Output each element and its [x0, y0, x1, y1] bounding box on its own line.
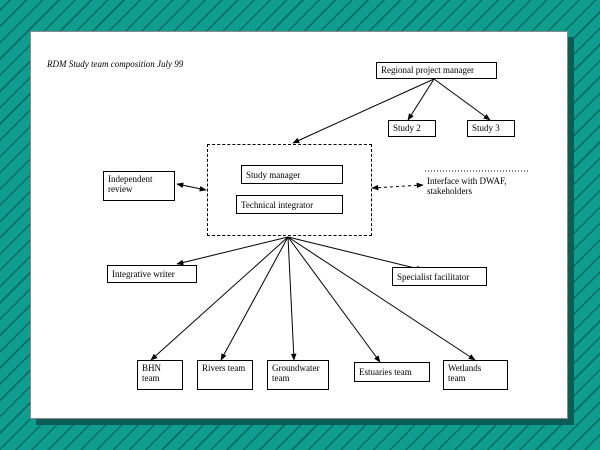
arrow-independent-review [176, 182, 207, 192]
arrow-hub-to-wetlands [287, 236, 476, 361]
study-3-node: Study 3 [467, 120, 515, 137]
rivers-team-node: Rivers team [197, 360, 253, 390]
groundwater-team-node: Groundwater team [267, 360, 329, 390]
arrow-interface [371, 182, 424, 191]
interface-line-1: Interface with DWAF, [427, 176, 507, 186]
study-2-node: Study 2 [388, 120, 436, 137]
arrow-pm-to-study2 [407, 78, 435, 121]
study-core-frame [207, 144, 372, 236]
arrow-hub-to-bhn [150, 236, 289, 361]
wetlands-team-node: Wetlands team [443, 360, 508, 390]
independent-review-node: Independent review [103, 171, 175, 201]
arrow-pm-to-study-manager [292, 78, 435, 144]
independent-review-line-2: review [108, 184, 133, 194]
groundwater-line-2: team [272, 373, 290, 383]
study-manager-node: Study manager [241, 165, 343, 184]
bhn-line-1: BHN [142, 363, 162, 373]
connector-layer [150, 78, 528, 363]
integrative-writer-node: Integrative writer [107, 265, 197, 283]
diagram-title: RDM Study team composition July 99 [47, 59, 184, 69]
arrow-hub-to-specialist-facilitator [287, 236, 424, 272]
groundwater-line-1: Groundwater [272, 363, 320, 373]
regional-project-manager-node: Regional project manager [376, 62, 497, 79]
specialist-facilitator-node: Specialist facilitator [392, 267, 487, 286]
technical-integrator-node: Technical integrator [236, 195, 343, 214]
bhn-line-2: team [142, 373, 160, 383]
interface-line-2: stakeholders [427, 186, 472, 196]
wetlands-line-2: team [448, 373, 466, 383]
interface-with-dwaf-label: Interface with DWAF, stakeholders [427, 176, 507, 196]
arrow-hub-to-estuaries [287, 236, 381, 363]
slide: RDM Study team composition July 99 Regio… [30, 31, 568, 419]
bhn-team-node: BHN team [137, 360, 183, 390]
arrow-hub-to-rivers [220, 236, 289, 361]
wetlands-line-1: Wetlands [448, 363, 482, 373]
independent-review-line-1: Independent [108, 174, 153, 184]
arrow-hub-to-integrative-writer [176, 236, 289, 266]
estuaries-team-node: Estuaries team [354, 362, 430, 382]
arrow-pm-to-study3 [433, 78, 491, 121]
arrow-hub-to-groundwater [287, 236, 297, 361]
